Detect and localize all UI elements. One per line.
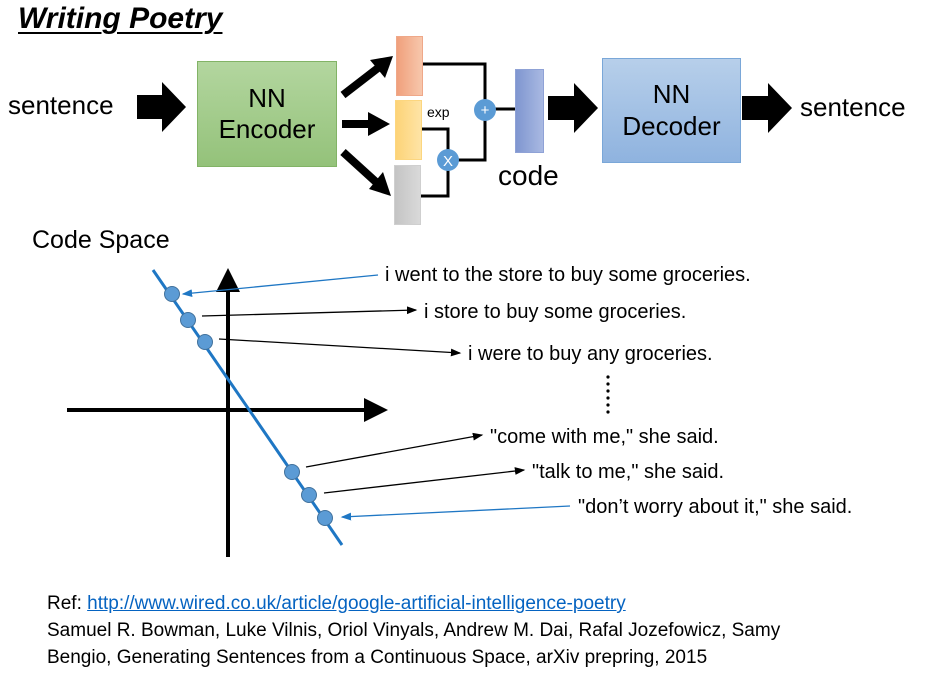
sentence-label: i were to buy any groceries.	[468, 343, 713, 365]
noise-vector	[394, 165, 421, 225]
connector-arrow	[201, 306, 418, 317]
code-label: code	[498, 160, 559, 191]
mean-wire	[421, 62, 487, 101]
encoder-line2: Encoder	[218, 114, 316, 144]
encoder-to-noise-arrow-icon	[340, 149, 391, 196]
code-to-decoder-arrow-icon	[548, 83, 598, 133]
ref-prefix: Ref:	[47, 593, 88, 614]
sentence-label: "talk to me," she said.	[532, 461, 725, 483]
mean-vector	[396, 36, 423, 96]
code-point	[197, 334, 213, 350]
reference-link[interactable]: http://www.wired.co.uk/article/google-ar…	[87, 593, 626, 614]
code-space-heading: Code Space	[32, 226, 170, 254]
sentence-label: "don’t worry about it," she said.	[578, 496, 853, 518]
times-icon: X	[443, 153, 453, 170]
output-sentence-label: sentence	[800, 92, 906, 122]
encoder-to-var-arrow-icon	[342, 112, 390, 136]
plus-icon: +	[481, 102, 490, 119]
nn-encoder-block: NN Encoder	[197, 61, 337, 167]
connector-arrow	[305, 432, 484, 468]
decoder-line1: NN	[652, 79, 691, 110]
decoder-line2: Decoder	[622, 110, 721, 141]
latent-line	[151, 269, 344, 546]
encoder-line1: NN	[248, 82, 286, 113]
input-arrow-icon	[137, 82, 186, 132]
noise-wire	[421, 170, 450, 198]
sentence-label: "come with me," she said.	[490, 426, 719, 448]
citation-line-1: Samuel R. Bowman, Luke Vilnis, Oriol Vin…	[47, 620, 781, 641]
encoder-to-mean-arrow-icon	[340, 56, 393, 99]
reference-block: Ref: http://www.wired.co.uk/article/goog…	[47, 590, 780, 671]
input-sentence-label: sentence	[8, 90, 114, 120]
variance-vector	[395, 100, 422, 160]
sentence-label: i store to buy some groceries.	[424, 301, 687, 323]
citation-line-2: Bengio, Generating Sentences from a Cont…	[47, 647, 708, 668]
code-point	[180, 312, 196, 328]
code-point	[284, 464, 300, 480]
times-to-plus-wire	[458, 119, 487, 162]
connector-arrow	[181, 274, 379, 297]
code-point	[164, 286, 180, 302]
code-point	[301, 487, 317, 503]
output-arrow-icon	[742, 83, 792, 133]
code-point	[317, 510, 333, 526]
plus-node: +	[474, 99, 496, 121]
connector-arrow	[218, 338, 462, 357]
nn-decoder-block: NN Decoder	[602, 58, 741, 163]
exp-wire	[421, 127, 450, 150]
times-node: X	[437, 149, 459, 171]
code-vector	[515, 69, 544, 153]
sentence-label: i went to the store to buy some grocerie…	[385, 264, 751, 286]
connector-arrow	[340, 505, 571, 521]
vertical-ellipsis-icon	[606, 375, 610, 414]
exp-label: exp	[427, 104, 450, 120]
slide-title: Writing Poetry	[18, 2, 223, 35]
connector-arrow	[323, 467, 526, 494]
